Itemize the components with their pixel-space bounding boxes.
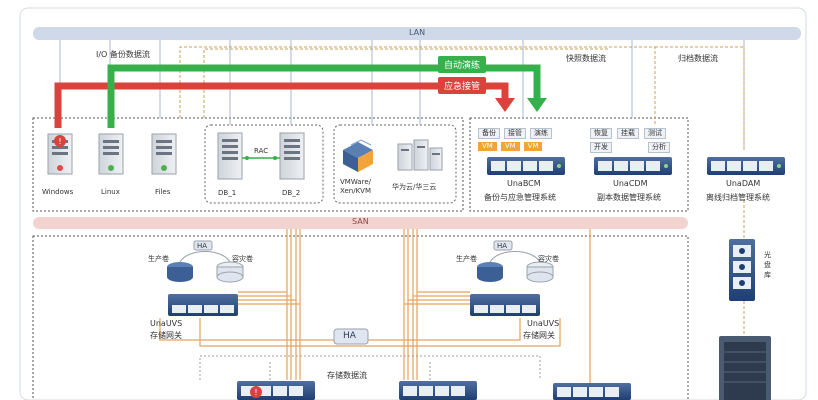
cloud-servers-icon: [397, 139, 443, 171]
db1-server-icon: [217, 132, 243, 180]
unabcm-chip: 演练: [530, 128, 552, 139]
unacdm-chip-row-1: 恢复 挂载 测试: [590, 128, 666, 139]
uvs-right-prod-label: 生产卷: [456, 255, 477, 263]
ha-center-label: HA: [343, 331, 356, 341]
linux-server-icon: [98, 133, 124, 175]
storage-array-mid-icon: [399, 381, 477, 400]
linux-label: Linux: [101, 188, 120, 196]
io-backup-label: I/O 备份数据流: [96, 50, 150, 59]
snapshot-flow-label: 快照数据流: [566, 54, 606, 63]
ha-center-pill: [333, 328, 369, 345]
red-flow: [54, 82, 509, 128]
unabcm-chip: 接管: [504, 128, 526, 139]
storage-array-left-icon: !: [237, 381, 315, 400]
optical-library-icon: [729, 239, 755, 301]
vm-badge: VM: [523, 142, 543, 151]
vm-badge: VM: [500, 142, 520, 151]
green-flow-arrowhead: [527, 98, 547, 112]
uvs-right-ha-pill: [493, 240, 513, 251]
emergency-takeover-badge: 应急接管: [438, 77, 487, 94]
outer-frame: [19, 7, 807, 400]
svg-text:!: !: [254, 388, 257, 397]
uvs-left-gateway-icon: [167, 251, 244, 316]
windows-server-icon: !: [47, 133, 73, 175]
unabcm-appliance-icon: [487, 157, 565, 175]
san-bar: [33, 217, 688, 229]
unadam-desc: 离线归档管理系统: [706, 193, 770, 202]
windows-label: Windows: [42, 188, 74, 196]
lan-label: LAN: [409, 28, 426, 37]
files-server-icon: [151, 133, 177, 175]
storage-zone: [32, 235, 689, 400]
unabcm-vm-row: VM VM VM: [478, 142, 543, 151]
unabcm-chip-row: 备份 接管 演练: [478, 128, 552, 139]
unacdm-chip: 测试: [644, 128, 666, 139]
uvs-right-gateway-icon: [470, 251, 554, 316]
storage-flow-label: 存储数据流: [327, 371, 367, 380]
bottom-dashed-flows: [199, 355, 541, 380]
unacdm-chip-row-2: 开发 分析: [590, 142, 670, 153]
db2-server-icon: [279, 132, 305, 180]
unabcm-desc: 备份与应急管理系统: [484, 193, 556, 202]
uvs-right-name: UnaUVS: [527, 319, 560, 328]
virt-zone: [333, 124, 457, 204]
red-flow-arrowhead: [495, 98, 515, 112]
unacdm-chip: 开发: [590, 142, 612, 153]
uvs-left-ha-pill: [193, 240, 213, 251]
storage-array-right-icon: [553, 383, 631, 400]
files-label: Files: [155, 188, 171, 196]
san-label: SAN: [352, 217, 369, 226]
uvs-right-desc: 存储网关: [523, 331, 555, 340]
unadam-appliance-icon: [707, 157, 785, 175]
svg-text:!: !: [58, 137, 61, 146]
uvs-left-desc: 存储网关: [150, 331, 182, 340]
auto-drill-badge: 自动演练: [438, 56, 487, 73]
db1-label: DB_1: [218, 189, 237, 197]
uvs-left-dr-label: 容灾卷: [232, 255, 253, 263]
san-links: [159, 229, 591, 385]
uvs-left-name: UnaUVS: [150, 319, 183, 328]
db-zone: [204, 124, 324, 204]
cloud-label: 华为云/华三云: [392, 183, 437, 191]
green-flow: [107, 64, 541, 128]
lan-bar: [33, 27, 801, 40]
unacdm-name: UnaCDM: [613, 179, 648, 188]
uvs-left-prod-label: 生产卷: [148, 255, 169, 263]
unabcm-name: UnaBCM: [507, 179, 541, 188]
uvs-right-ha-label: HA: [497, 242, 508, 250]
uvs-left-ha-label: HA: [197, 242, 208, 250]
mgmt-zone: [469, 117, 689, 212]
unacdm-chip: 挂载: [617, 128, 639, 139]
unacdm-chip: 分析: [648, 142, 670, 153]
virt-label: VMWare/ Xen/KVM: [340, 178, 372, 195]
optical-library-label: 光盘库: [764, 251, 771, 279]
vm-badge: VM: [478, 142, 497, 151]
uvs-right-dr-label: 容灾卷: [538, 255, 559, 263]
unacdm-appliance-icon: [594, 157, 672, 175]
host-zone: [32, 117, 464, 212]
unabcm-chip: 备份: [478, 128, 500, 139]
db2-label: DB_2: [282, 189, 301, 197]
archive-rack-icon: [719, 336, 771, 400]
archive-flow-label: 归档数据流: [678, 54, 718, 63]
rac-label: RAC: [254, 147, 269, 155]
virtualization-icon: [343, 139, 373, 172]
unacdm-chip: 恢复: [590, 128, 612, 139]
unacdm-desc: 副本数据管理系统: [597, 193, 661, 202]
unadam-name: UnaDAM: [726, 179, 761, 188]
